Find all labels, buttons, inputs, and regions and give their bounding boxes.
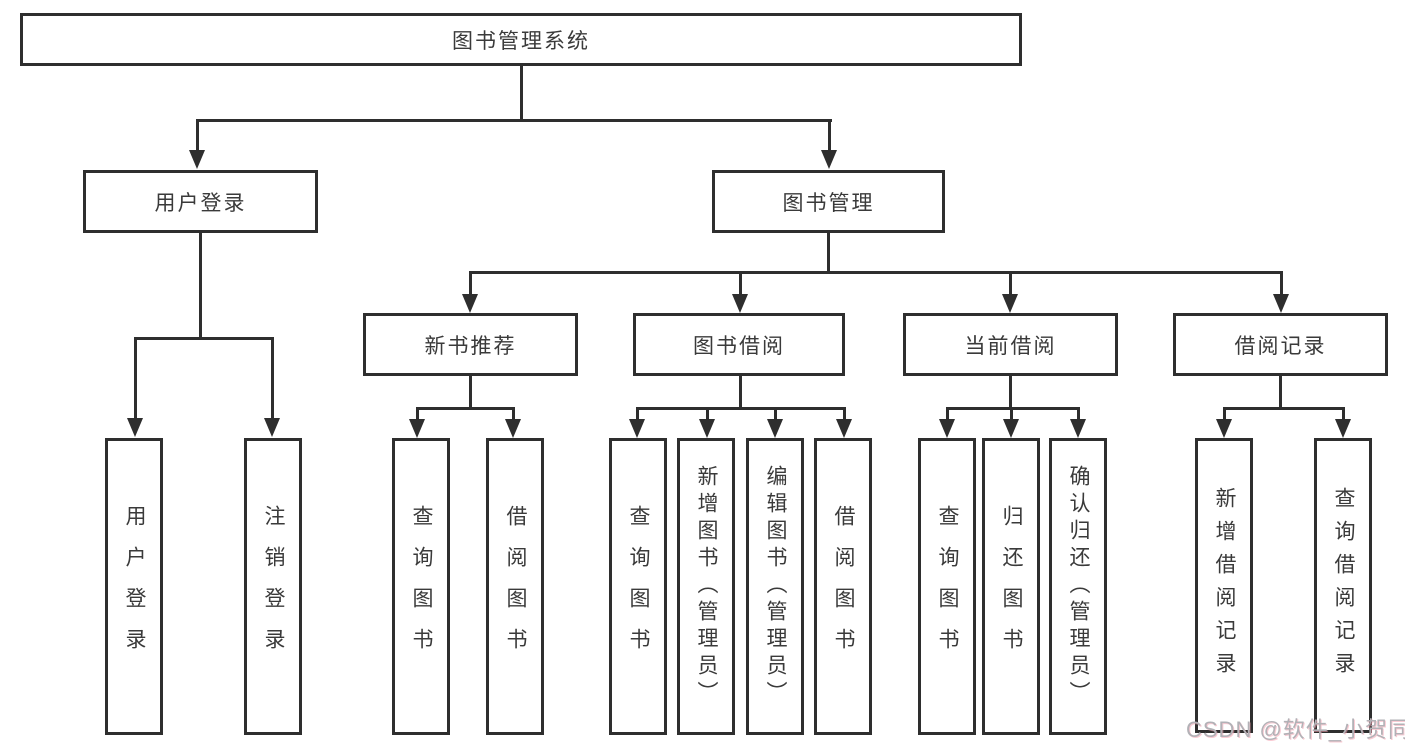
arrowhead-down-icon (1002, 294, 1018, 313)
arrowhead-down-icon (1216, 419, 1232, 438)
connector-line (1280, 271, 1283, 296)
leaf-query-books-current: 查询图书 (918, 438, 976, 735)
connector-line (416, 407, 515, 410)
connector-line (271, 337, 274, 419)
leaf-borrow-books-recommend: 借阅图书 (486, 438, 544, 735)
connector-line (1223, 407, 1226, 420)
arrowhead-down-icon (462, 294, 478, 313)
node-borrowing-records: 借阅记录 (1173, 313, 1388, 376)
node-user-login: 用户登录 (83, 170, 318, 233)
connector-line (1009, 271, 1012, 296)
leaf-confirm-return-admin: 确认归还（管理员） (1049, 438, 1107, 735)
connector-line (469, 271, 472, 296)
arrowhead-down-icon (821, 150, 837, 169)
connector-line (520, 66, 523, 122)
leaf-user-login: 用户登录 (105, 438, 163, 735)
connector-line (134, 337, 274, 340)
connector-line (199, 233, 202, 339)
node-book-management: 图书管理 (712, 170, 945, 233)
arrowhead-down-icon (264, 418, 280, 437)
arrowhead-down-icon (629, 419, 645, 438)
connector-line (1342, 407, 1345, 420)
connector-line (843, 407, 846, 420)
leaf-logout: 注销登录 (244, 438, 302, 735)
connector-line (196, 119, 199, 150)
arrowhead-down-icon (767, 419, 783, 438)
arrowhead-down-icon (939, 419, 955, 438)
connector-line (134, 337, 137, 419)
leaf-add-borrow-record: 新增借阅记录 (1195, 438, 1253, 733)
connector-line (469, 376, 472, 409)
connector-line (636, 407, 639, 420)
connector-line (512, 407, 515, 420)
connector-line (946, 407, 949, 420)
connector-line (1010, 407, 1013, 420)
connector-line (828, 119, 831, 150)
arrowhead-down-icon (1003, 419, 1019, 438)
connector-line (469, 271, 1283, 274)
leaf-add-book-admin: 新增图书（管理员） (677, 438, 735, 735)
leaf-query-books-borrowing: 查询图书 (609, 438, 667, 735)
arrowhead-down-icon (1273, 294, 1289, 313)
arrowhead-down-icon (189, 150, 205, 169)
node-book-borrowing: 图书借阅 (633, 313, 845, 376)
node-current-borrowing: 当前借阅 (903, 313, 1118, 376)
connector-line (739, 271, 742, 296)
node-library-management-system: 图书管理系统 (20, 13, 1022, 66)
connector-line (1009, 376, 1012, 409)
arrowhead-down-icon (1335, 419, 1351, 438)
connector-line (1077, 407, 1080, 420)
leaf-query-borrow-record: 查询借阅记录 (1314, 438, 1372, 733)
arrowhead-down-icon (836, 419, 852, 438)
node-new-book-recommend: 新书推荐 (363, 313, 578, 376)
connector-line (706, 407, 709, 420)
arrowhead-down-icon (732, 294, 748, 313)
arrowhead-down-icon (409, 419, 425, 438)
leaf-query-books-recommend: 查询图书 (392, 438, 450, 735)
connector-line (416, 407, 419, 420)
arrowhead-down-icon (127, 418, 143, 437)
connector-line (739, 376, 742, 409)
leaf-return-books: 归还图书 (982, 438, 1040, 735)
arrowhead-down-icon (1070, 419, 1086, 438)
csdn-watermark: CSDN @软件_小贺同学 (1186, 717, 1405, 742)
connector-line (636, 407, 846, 410)
arrowhead-down-icon (505, 419, 521, 438)
leaf-borrow-books-borrowing: 借阅图书 (814, 438, 872, 735)
connector-line (774, 407, 777, 420)
leaf-edit-book-admin: 编辑图书（管理员） (746, 438, 804, 735)
arrowhead-down-icon (699, 419, 715, 438)
connector-line (196, 119, 832, 122)
connector-line (1223, 407, 1344, 410)
connector-line (827, 233, 830, 274)
connector-line (1279, 376, 1282, 409)
